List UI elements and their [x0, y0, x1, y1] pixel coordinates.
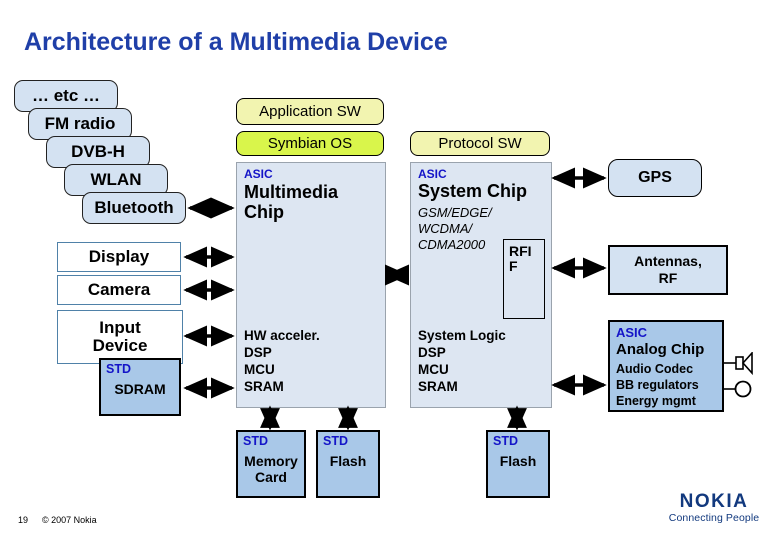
stack-item-dvb-h[interactable]: DVB-H: [46, 136, 150, 168]
std-tag: STD: [493, 434, 518, 448]
chip-name: Analog Chip: [616, 341, 705, 358]
chip-name: System Chip: [418, 181, 528, 201]
peripheral-antennas-rf[interactable]: Antennas, RF: [608, 245, 728, 295]
page-title: Architecture of a Multimedia Device: [24, 28, 448, 56]
rfif-label-line2: F: [509, 258, 518, 275]
peripheral-label-line1: Input: [99, 318, 141, 338]
analog-chip[interactable]: ASIC Analog Chip Audio Codec BB regulato…: [608, 320, 724, 412]
sw-bar-label: Application SW: [259, 103, 361, 120]
chip-name-line1: Multimedia: [244, 182, 339, 202]
chip-block-sram: SRAM: [418, 379, 458, 394]
nokia-logo: NOKIA Connecting People: [662, 492, 766, 524]
memory-label-line1: Memory: [244, 453, 298, 469]
analog-chip-transducers: [722, 352, 753, 398]
stack-item-label: … etc …: [31, 86, 101, 105]
page-number: 19: [18, 515, 29, 525]
memory-sdram[interactable]: STD SDRAM: [99, 358, 181, 416]
std-tag: STD: [323, 434, 348, 448]
stack-item-bluetooth[interactable]: Bluetooth: [82, 192, 186, 224]
peripheral-label: Display: [88, 247, 150, 267]
chip-block-audio-codec: Audio Codec: [616, 362, 694, 376]
memory-flash-2[interactable]: STD Flash: [486, 430, 550, 498]
peripheral-display[interactable]: Display: [57, 242, 181, 272]
std-tag: STD: [243, 434, 268, 448]
standard-gsm-edge: GSM/EDGE/: [418, 205, 492, 220]
asic-label: ASIC: [244, 167, 273, 181]
memory-label-line1: Flash: [329, 453, 367, 469]
peripheral-label-line1: Antennas,: [634, 253, 702, 270]
nokia-wordmark: NOKIA: [679, 491, 749, 512]
peripheral-gps[interactable]: GPS: [608, 159, 702, 197]
chip-name-line2: Chip: [244, 202, 284, 222]
chip-block-energy-mgmt: Energy mgmt: [616, 394, 696, 408]
speaker-icon: [735, 352, 753, 376]
chip-block-hw-acceler: HW acceler.: [244, 328, 320, 343]
chip-block-mcu: MCU: [244, 362, 275, 377]
peripheral-camera[interactable]: Camera: [57, 275, 181, 305]
memory-label: SDRAM: [114, 381, 166, 397]
sw-bar-label: Symbian OS: [267, 135, 353, 152]
peripheral-input-device[interactable]: Input Device: [57, 310, 183, 364]
multimedia-chip[interactable]: ASIC Multimedia Chip HW acceler. DSP MCU…: [236, 162, 386, 408]
standard-cdma2000: CDMA2000: [418, 237, 486, 252]
chip-block-mcu: MCU: [418, 362, 449, 377]
asic-label: ASIC: [616, 325, 648, 340]
stack-item-label: WLAN: [90, 170, 142, 189]
memory-flash-1[interactable]: STD Flash: [316, 430, 380, 498]
chip-block-bb-regulators: BB regulators: [616, 378, 699, 392]
sw-bar-symbian-os[interactable]: Symbian OS: [236, 131, 384, 156]
copyright-text: © 2007 Nokia: [42, 515, 97, 525]
peripheral-label-line2: RF: [658, 270, 678, 286]
rfif-block[interactable]: RFI F: [503, 239, 545, 319]
chip-block-dsp: DSP: [418, 345, 446, 360]
stack-item-label: DVB-H: [71, 142, 125, 161]
memory-label-line2: Card: [255, 469, 287, 485]
memory-label-line1: Flash: [499, 453, 537, 469]
sw-bar-label: Protocol SW: [438, 135, 522, 152]
nokia-tagline: Connecting People: [668, 512, 760, 524]
sw-bar-protocol[interactable]: Protocol SW: [410, 131, 550, 156]
chip-block-sram: SRAM: [244, 379, 284, 394]
std-tag: STD: [106, 362, 131, 376]
asic-label: ASIC: [418, 167, 447, 181]
chip-block-dsp: DSP: [244, 345, 272, 360]
stack-item-label: FM radio: [44, 114, 116, 133]
chip-block-system-logic: System Logic: [418, 328, 506, 343]
rfif-label-line1: RFI: [509, 243, 532, 259]
stack-item-label: Bluetooth: [94, 198, 174, 217]
standard-wcdma: WCDMA/: [418, 221, 473, 236]
sw-bar-application[interactable]: Application SW: [236, 98, 384, 125]
peripheral-label-line2: Device: [92, 336, 148, 355]
peripheral-label: Camera: [87, 280, 151, 300]
stack-item-wlan[interactable]: WLAN: [64, 164, 168, 196]
microphone-icon: [734, 380, 752, 398]
peripheral-label: GPS: [638, 169, 672, 186]
memory-card[interactable]: STD Memory Card: [236, 430, 306, 498]
system-chip[interactable]: ASIC System Chip GSM/EDGE/ WCDMA/ CDMA20…: [410, 162, 552, 408]
stack-item-etc[interactable]: … etc …: [14, 80, 118, 112]
